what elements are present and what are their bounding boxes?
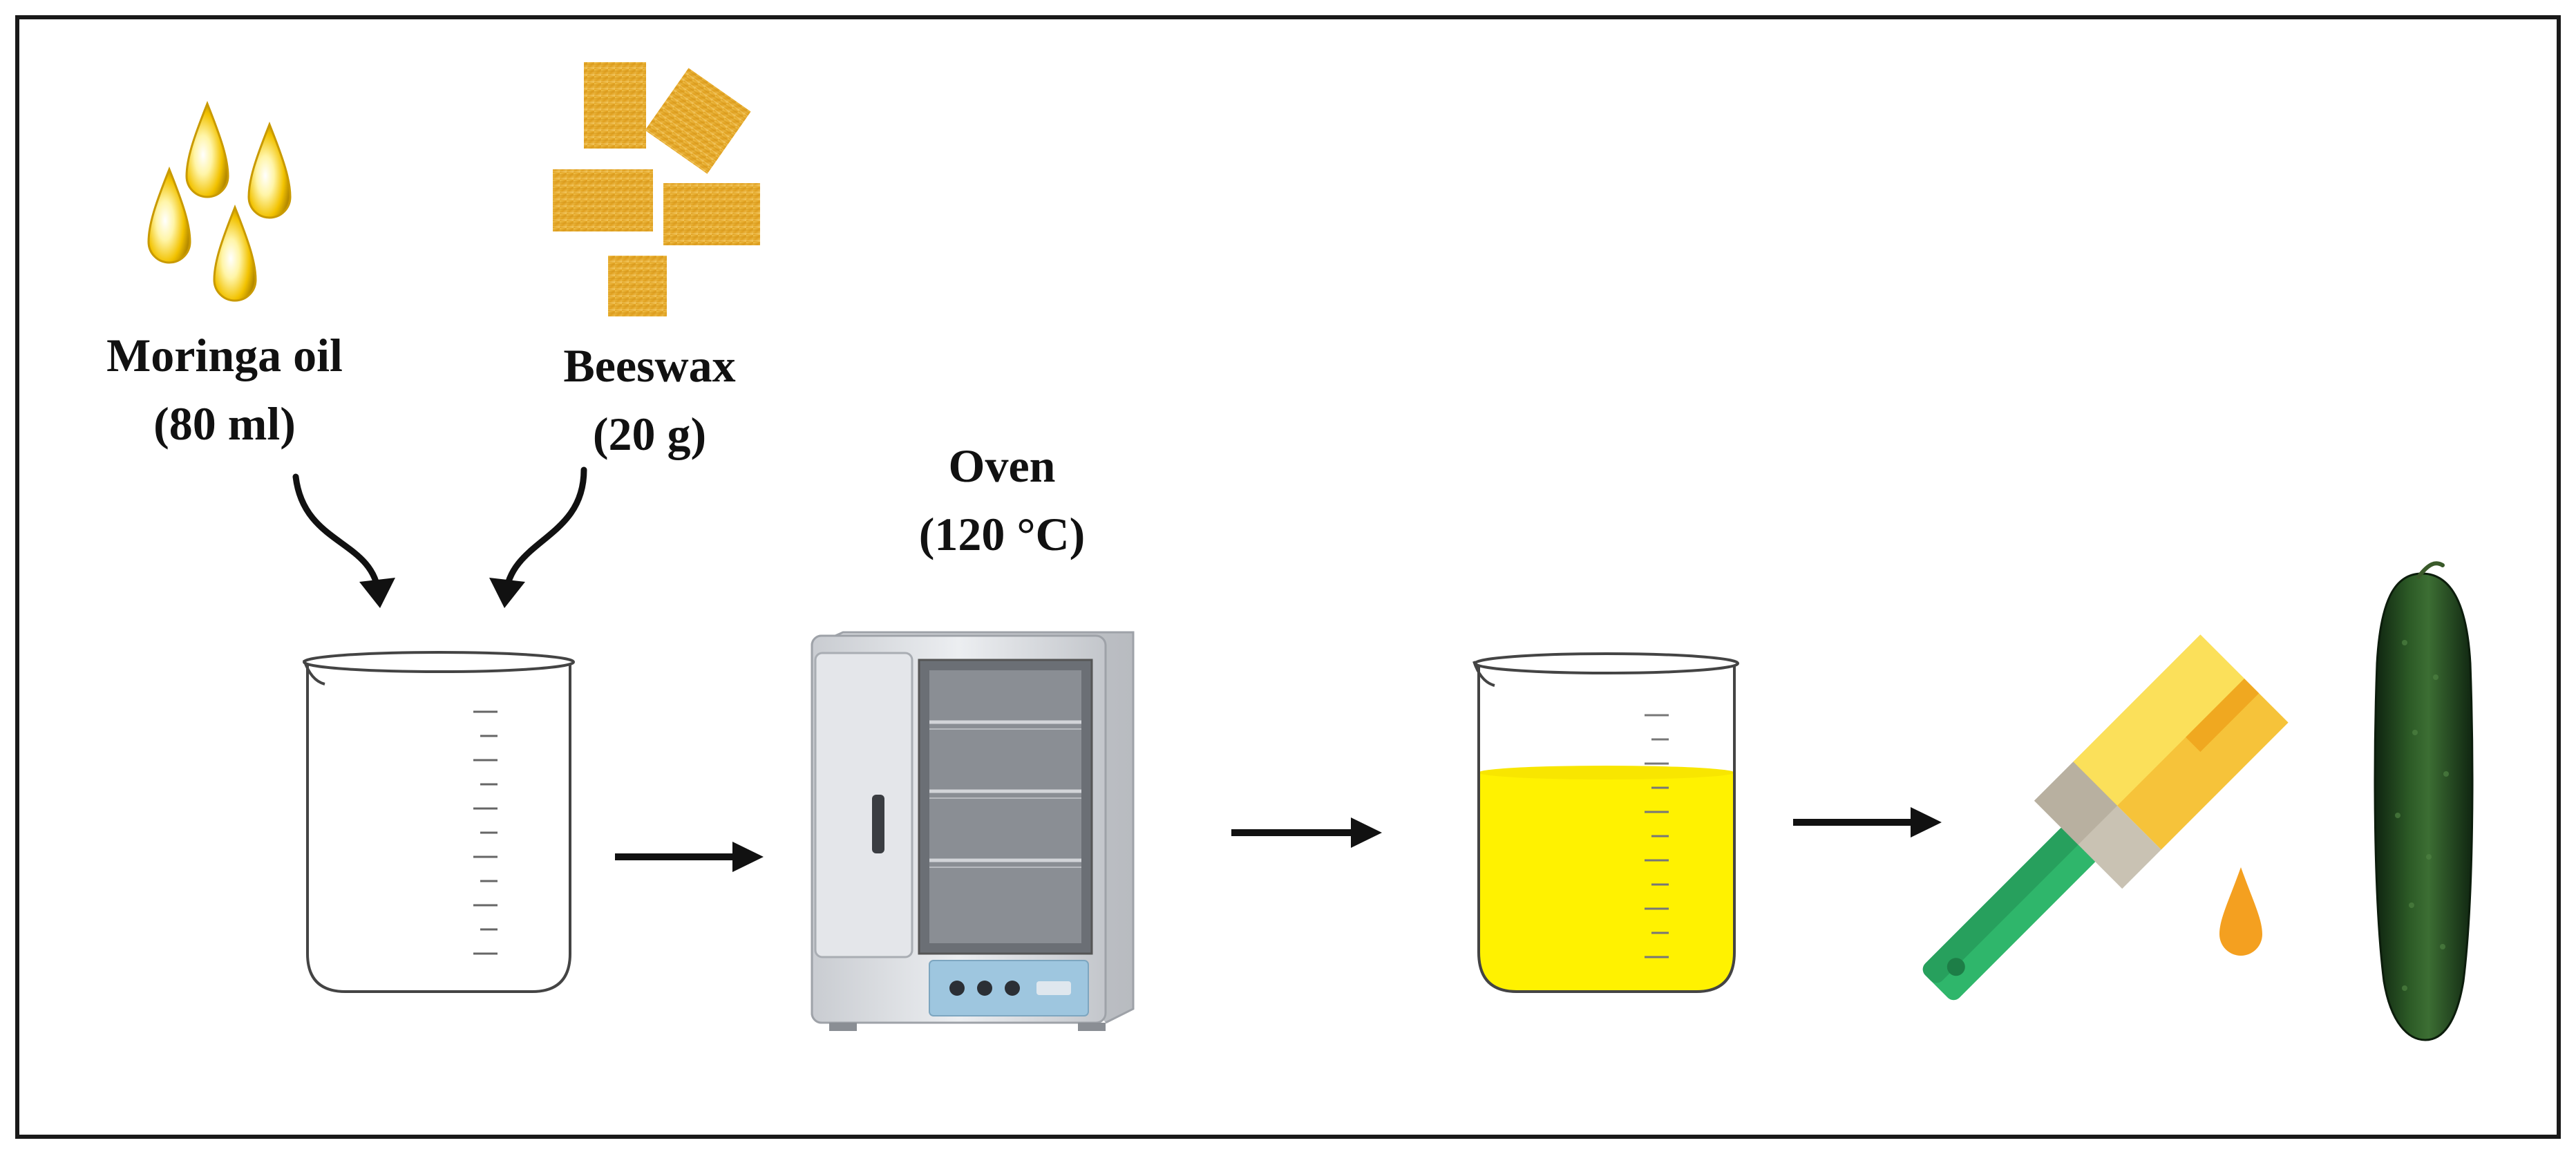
- oven-label: Oven (120 °C): [864, 432, 1140, 568]
- arrow-to-mixture: [1231, 817, 1382, 848]
- filled-beaker-icon: [1472, 652, 1739, 993]
- oil-drops-icon: [147, 100, 292, 302]
- curved-arrow-wax: [489, 466, 587, 608]
- beeswax-cubes-icon: [553, 62, 760, 316]
- arrow-to-coating: [1793, 807, 1942, 838]
- curved-arrow-oil: [292, 473, 395, 608]
- paint-brush-icon: [1922, 634, 2289, 1001]
- beeswax-label: Beeswax (20 g): [511, 332, 788, 468]
- moringa-oil-label: Moringa oil (80 ml): [86, 321, 363, 457]
- oven-name: Oven: [948, 439, 1056, 492]
- cucumber-icon: [2374, 561, 2474, 1041]
- beeswax-name: Beeswax: [563, 339, 736, 392]
- oven-temperature: (120 °C): [918, 507, 1086, 560]
- arrow-to-oven: [615, 842, 764, 872]
- moringa-oil-amount: (80 ml): [153, 397, 296, 450]
- oven-icon: [811, 631, 1135, 1031]
- moringa-oil-name: Moringa oil: [106, 329, 343, 381]
- empty-beaker-icon: [303, 651, 575, 993]
- beeswax-amount: (20 g): [592, 407, 707, 460]
